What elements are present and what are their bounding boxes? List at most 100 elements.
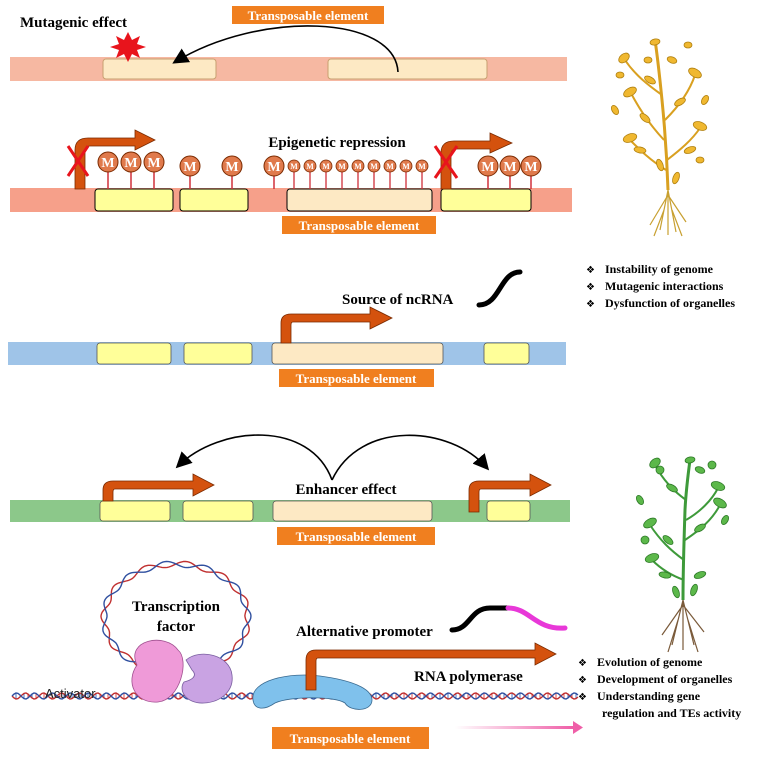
panel-ncrna: Source of ncRNA Transposable element bbox=[8, 269, 566, 387]
methyl-mark-label: M bbox=[370, 162, 378, 171]
panel-promoter: Transcription factor Activator Alternati… bbox=[11, 560, 583, 749]
ncrna-promoter-arrow bbox=[280, 306, 393, 344]
methyl-mark-label: M bbox=[524, 160, 537, 175]
te-badge-5 bbox=[272, 727, 429, 749]
methyl-mark: M bbox=[520, 155, 542, 189]
methyl-mark-small: M bbox=[399, 159, 413, 189]
mutation-star-icon bbox=[110, 32, 146, 62]
methyl-mark: M bbox=[263, 155, 285, 189]
list-top-item-0: Instability of genome bbox=[605, 262, 714, 276]
gene-box-f bbox=[483, 342, 530, 365]
alt-promoter-arrow bbox=[305, 642, 557, 691]
methyl-mark-label: M bbox=[503, 160, 516, 175]
methyl-mark-label: M bbox=[338, 162, 346, 171]
enhancer-effect-label: Enhancer effect bbox=[296, 482, 397, 498]
enhancer-arrow-right bbox=[468, 473, 552, 513]
te-badge-1-label: Transposable element bbox=[248, 8, 369, 23]
methyl-mark-label: M bbox=[322, 162, 330, 171]
methyl-mark-label: M bbox=[306, 162, 314, 171]
te-box-3 bbox=[271, 342, 444, 365]
te-badge-5-label: Transposable element bbox=[290, 731, 411, 746]
list-top-item-2: Dysfunction of organelles bbox=[605, 296, 735, 310]
list-bottom-item-0: Evolution of genome bbox=[597, 655, 703, 669]
list-top-marker-2: ❖ bbox=[586, 299, 595, 310]
panel-epigenetic: Epigenetic repression Transposable eleme… bbox=[10, 129, 572, 234]
te-badge-3 bbox=[279, 369, 434, 387]
list-top-marker-1: ❖ bbox=[586, 282, 595, 293]
methyl-mark-small: M bbox=[415, 159, 429, 189]
methyl-mark-label: M bbox=[225, 160, 238, 175]
methyl-mark: M bbox=[179, 155, 201, 189]
mutagenic-effect-label: Mutagenic effect bbox=[20, 15, 127, 31]
te-box-2 bbox=[286, 188, 433, 212]
list-bottom-marker-1: ❖ bbox=[578, 675, 587, 686]
methyl-mark-label: M bbox=[481, 160, 494, 175]
methyl-mark-label: M bbox=[124, 156, 137, 171]
ncrna-label: Source of ncRNA bbox=[342, 292, 454, 308]
direction-arrow-head bbox=[573, 721, 583, 734]
blocked-cross-icon-right bbox=[433, 145, 459, 179]
green-plant-icon bbox=[635, 456, 730, 653]
enhancer-arrow-left bbox=[102, 473, 215, 502]
gene-box-g bbox=[99, 500, 171, 522]
list-bottom-marker-2: ❖ bbox=[578, 692, 587, 703]
direction-gradient-arrow bbox=[455, 726, 573, 729]
gene-box-b bbox=[179, 188, 249, 212]
methyl-mark-label: M bbox=[386, 162, 394, 171]
methyl-mark-label: M bbox=[402, 162, 410, 171]
list-bottom-item-2: Understanding gene bbox=[597, 689, 701, 703]
insertion-site-box bbox=[102, 58, 217, 80]
methyl-mark-small: M bbox=[303, 159, 317, 189]
te-badge-3-label: Transposable element bbox=[296, 371, 417, 386]
gene-box-i bbox=[486, 500, 531, 522]
gene-box-h bbox=[182, 500, 254, 522]
methyl-mark-small: M bbox=[351, 159, 365, 189]
rna-polymerase-shape bbox=[252, 674, 373, 710]
methyl-mark-label: M bbox=[354, 162, 362, 171]
methyl-mark-label: M bbox=[183, 160, 196, 175]
methyl-mark: M bbox=[477, 155, 499, 189]
te-badge-1 bbox=[232, 6, 384, 24]
gene-box-e bbox=[183, 342, 253, 365]
te-box-4 bbox=[272, 500, 433, 522]
methyl-mark-label: M bbox=[147, 156, 160, 171]
methyl-mark-label: M bbox=[101, 156, 114, 171]
list-bottom-marker-0: ❖ bbox=[578, 658, 587, 669]
transposable-element-box bbox=[327, 58, 488, 80]
yellow-plant-icon bbox=[610, 38, 710, 237]
tf-label-line2: factor bbox=[157, 619, 196, 635]
te-badge-4 bbox=[277, 527, 435, 545]
transcript-strand-pink bbox=[505, 605, 568, 631]
te-badge-4-label: Transposable element bbox=[296, 529, 417, 544]
list-bottom-item-3: regulation and TEs activity bbox=[602, 706, 741, 720]
tf-label-line1: Transcription bbox=[132, 599, 221, 615]
list-bottom-item-1: Development of organelles bbox=[597, 672, 733, 686]
methyl-mark-small: M bbox=[335, 159, 349, 189]
gene-box-d bbox=[96, 342, 172, 365]
methyl-mark: M bbox=[120, 151, 142, 189]
methyl-mark-label: M bbox=[418, 162, 426, 171]
tf-protein-purple bbox=[181, 653, 233, 704]
methyl-mark-small: M bbox=[319, 159, 333, 189]
list-top-item-1: Mutagenic interactions bbox=[605, 279, 724, 293]
methyl-mark: M bbox=[499, 155, 521, 189]
methyl-mark-label: M bbox=[267, 160, 280, 175]
methyl-mark-small: M bbox=[287, 159, 301, 189]
panel-enhancer: Enhancer effect Transposable element bbox=[10, 434, 570, 545]
effects-list-negative: ❖ Instability of genome ❖ Mutagenic inte… bbox=[586, 262, 735, 310]
methyl-mark-small: M bbox=[367, 159, 381, 189]
enhancer-curve-right bbox=[331, 434, 490, 481]
jump-arrow bbox=[172, 25, 399, 73]
list-top-marker-0: ❖ bbox=[586, 265, 595, 276]
methyl-mark: M bbox=[221, 155, 243, 189]
epigenetic-repression-label: Epigenetic repression bbox=[268, 135, 406, 151]
blocked-cross-icon-left bbox=[66, 145, 90, 177]
panel-mutagenic: Transposable element Mutagenic effect bbox=[10, 6, 567, 81]
te-badge-2-label: Transposable element bbox=[299, 218, 420, 233]
tf-protein-pink bbox=[131, 639, 184, 703]
rna-polymerase-label: RNA polymerase bbox=[414, 669, 523, 685]
gene-box-a bbox=[94, 188, 174, 212]
activator-label: Activator bbox=[45, 686, 96, 701]
